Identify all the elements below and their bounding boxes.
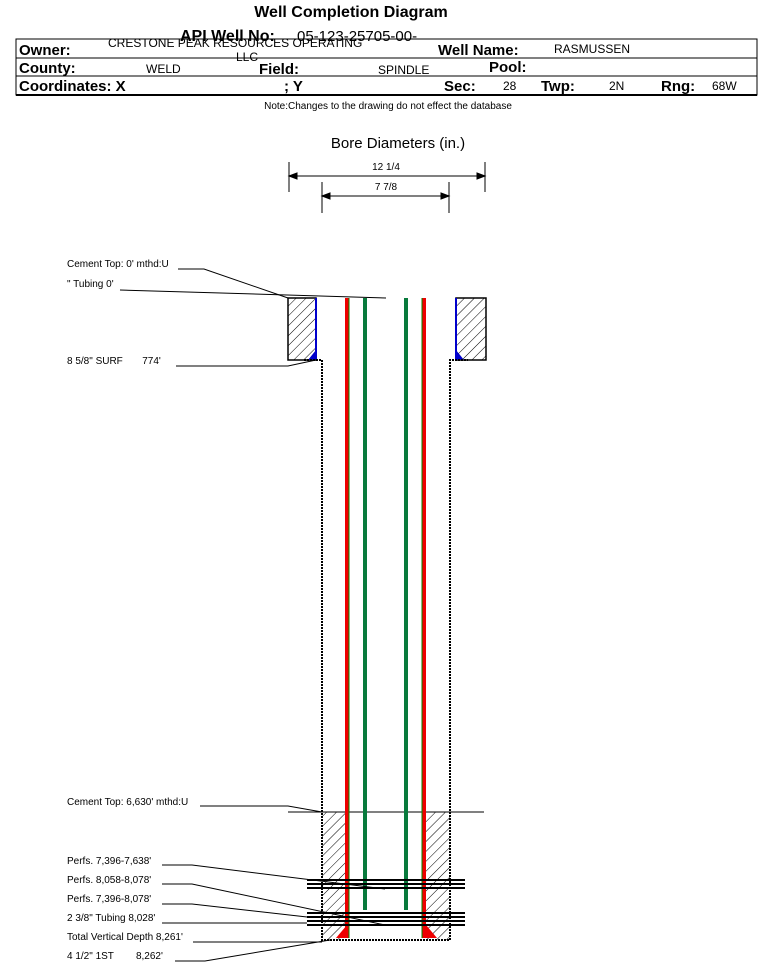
well-name-label: Well Name:	[438, 42, 519, 59]
surface-cement	[287, 297, 487, 361]
twp-label: Twp:	[541, 78, 575, 95]
owner-value-2: LLC	[236, 50, 258, 64]
inner-diameter: 7 7/8	[375, 182, 398, 193]
label-cement-top-production: Cement Top: 6,630' mthd:U	[67, 797, 188, 808]
label-tubing: 2 3/8" Tubing 8,028'	[67, 913, 155, 924]
bore-title: Bore Diameters (in.)	[331, 135, 465, 152]
bore-dimensions	[287, 162, 487, 213]
owner-value: CRESTONE PEAK RESOURCES OPERATING	[108, 36, 362, 50]
y-coordinate-label: ; Y	[284, 78, 303, 95]
twp-value: 2N	[609, 79, 624, 93]
label-surface-casing: 8 5/8" SURF 774'	[67, 356, 161, 367]
coordinates-label: Coordinates: X	[19, 78, 126, 95]
label-production-casing: 4 1/2" 1ST 8,262'	[67, 951, 163, 962]
well-name-value: RASMUSSEN	[554, 42, 630, 56]
label-perfs-2: Perfs. 8,058-8,078'	[67, 875, 151, 886]
sec-value: 28	[503, 79, 517, 93]
api-label: API Well No:	[180, 28, 275, 45]
rng-label: Rng:	[661, 78, 695, 95]
label-cement-top-surface: Cement Top: 0' mthd:U	[67, 259, 169, 270]
field-value: SPINDLE	[378, 63, 429, 77]
rng-value: 68W	[712, 79, 737, 93]
wellbore	[304, 359, 468, 941]
production-cement	[288, 811, 484, 940]
label-perfs-1: Perfs. 7,396-7,638'	[67, 856, 151, 867]
leader-lines	[119, 268, 387, 962]
field-label: Field:	[259, 61, 299, 78]
perforations	[307, 879, 465, 926]
outer-diameter: 12 1/4	[372, 162, 400, 173]
api-value: 05-123-25705-00-	[297, 28, 417, 45]
page-title: Well Completion Diagram	[254, 4, 448, 21]
tubing	[363, 298, 408, 910]
note: Note:Changes to the drawing do not effec…	[264, 101, 512, 112]
county-value: WELD	[146, 62, 181, 76]
label-total-depth: Total Vertical Depth 8,261'	[67, 932, 183, 943]
production-casing	[345, 298, 426, 938]
label-perfs-3: Perfs. 7,396-8,078'	[67, 894, 151, 905]
county-label: County:	[19, 60, 76, 77]
sec-label: Sec:	[444, 78, 476, 95]
label-tubing-top: " Tubing 0'	[67, 279, 114, 290]
pool-label: Pool:	[489, 59, 527, 76]
owner-label: Owner:	[19, 42, 71, 59]
header-table	[15, 38, 758, 96]
